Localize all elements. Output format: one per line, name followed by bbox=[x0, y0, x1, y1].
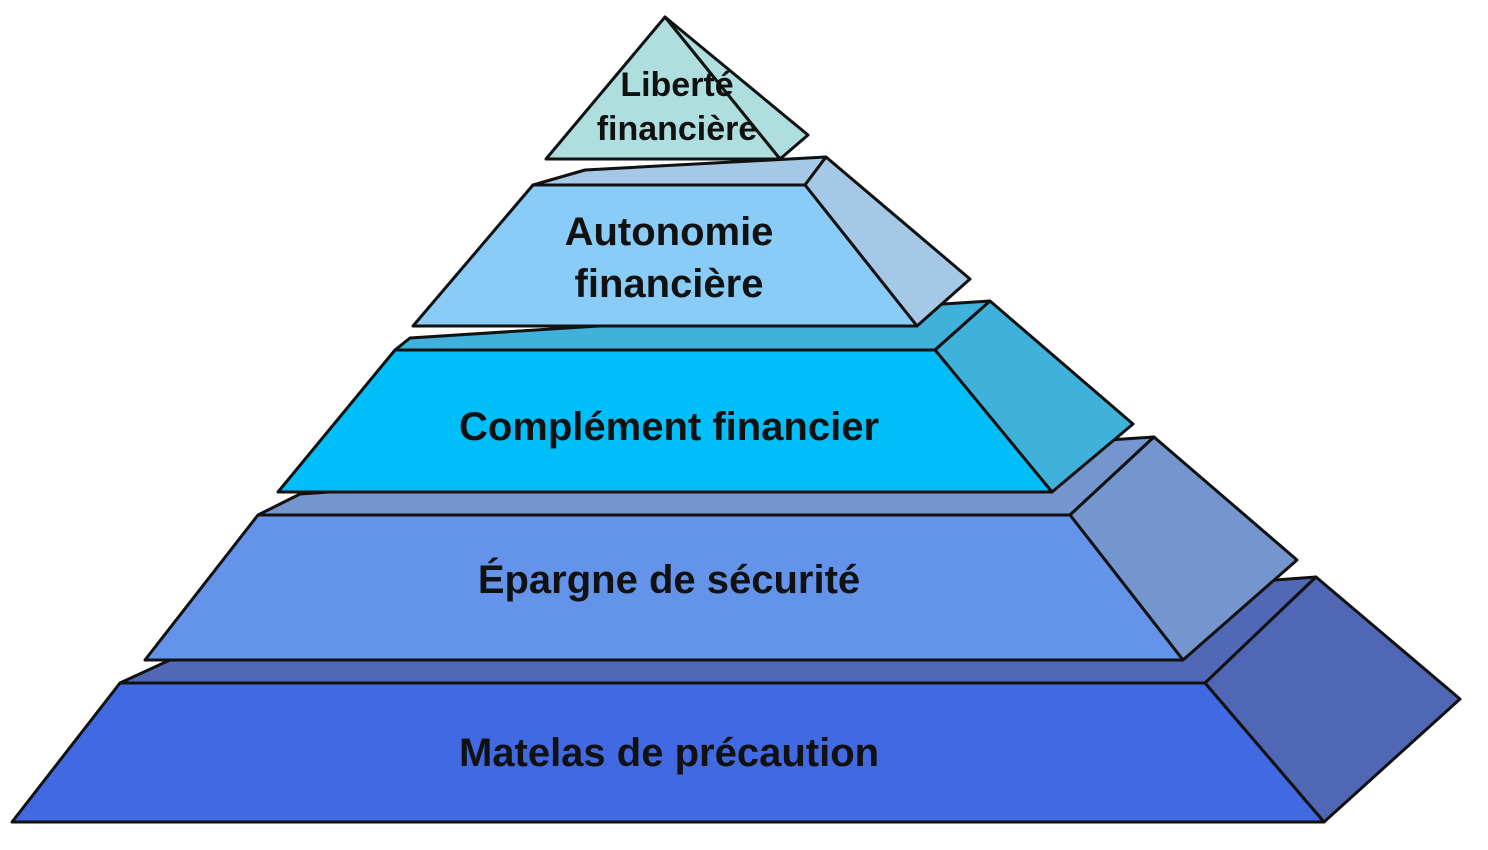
level-liberte-front bbox=[544, 15, 782, 161]
level-matelas-front bbox=[10, 681, 1326, 824]
level-autonomie: Autonomie financière bbox=[411, 155, 972, 328]
level-matelas-label: Matelas de précaution bbox=[459, 731, 879, 775]
level-autonomie-label: Autonomie bbox=[565, 210, 774, 254]
level-epargne-front bbox=[143, 513, 1185, 662]
level-autonomie-top bbox=[531, 155, 828, 187]
level-liberte-label-line2: financière bbox=[597, 110, 758, 148]
level-liberte: Liberté financière bbox=[544, 15, 810, 161]
level-complement: Complément financier bbox=[276, 299, 1135, 494]
level-complement-front bbox=[276, 348, 1054, 494]
level-autonomie-label-line2: financière bbox=[575, 262, 764, 306]
level-liberte-label: Liberté bbox=[620, 66, 733, 104]
level-epargne-label: Épargne de sécurité bbox=[478, 557, 860, 602]
level-autonomie-front bbox=[411, 183, 919, 328]
level-complement-label: Complément financier bbox=[459, 405, 879, 449]
